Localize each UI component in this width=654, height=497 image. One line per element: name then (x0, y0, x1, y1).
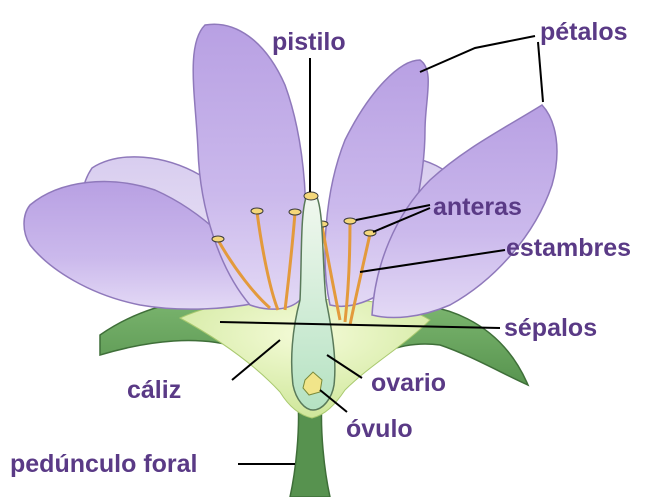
label-caliz: cáliz (127, 376, 181, 404)
anther (251, 208, 263, 214)
leader-line-petalos (420, 36, 535, 72)
stigma (304, 192, 318, 200)
anther (289, 209, 301, 215)
label-ovulo: óvulo (346, 415, 413, 443)
label-petalos: pétalos (540, 18, 628, 46)
label-anteras: anteras (433, 193, 522, 221)
label-pedunculo: pedúnculo foral (10, 450, 198, 478)
leader-line-petalos (538, 42, 543, 102)
label-sepalos: sépalos (504, 314, 597, 342)
label-pistilo: pistilo (272, 28, 346, 56)
anther (212, 236, 224, 242)
label-estambres: estambres (506, 234, 631, 262)
label-ovario: ovario (371, 369, 446, 397)
anther (344, 218, 356, 224)
